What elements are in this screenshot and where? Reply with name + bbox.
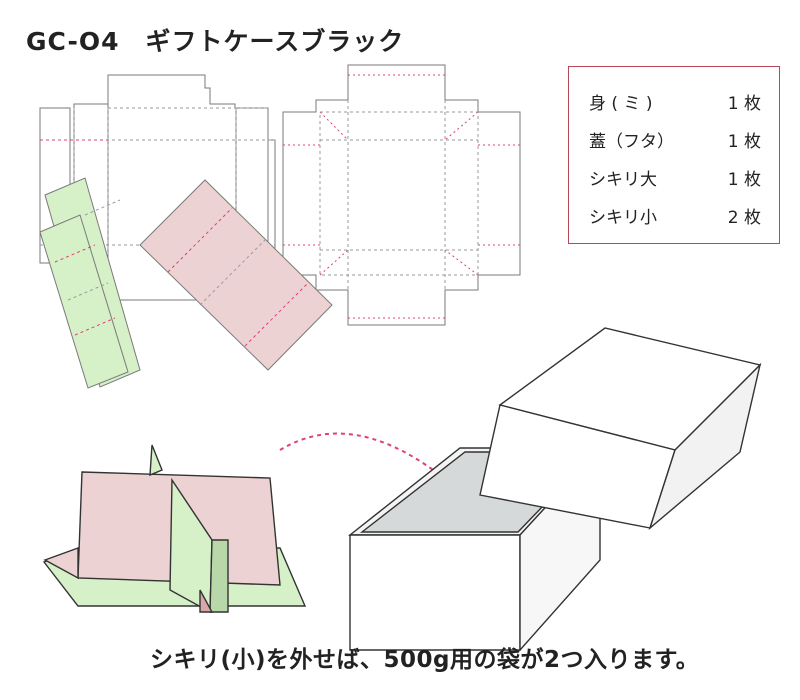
part-name: シキリ小 bbox=[589, 208, 657, 228]
box-lid bbox=[479, 327, 762, 531]
assembled-partitions bbox=[42, 444, 307, 614]
parts-list: 身 ( ミ ) 1 枚 蓋（フタ） 1 枚 シキリ大 1 枚 シキリ小 2 枚 bbox=[568, 66, 780, 244]
part-quantity: 2 枚 bbox=[727, 208, 761, 228]
part-quantity: 1 枚 bbox=[727, 132, 761, 152]
part-name: 蓋（フタ） bbox=[589, 132, 674, 152]
part-name: シキリ大 bbox=[589, 170, 657, 190]
small-partition-flat bbox=[39, 177, 141, 389]
caption: シキリ(小)を外せば、500g用の袋が2つ入ります。 bbox=[150, 647, 700, 673]
part-name: 身 ( ミ ) bbox=[589, 94, 653, 114]
lid-dieline bbox=[282, 64, 521, 326]
large-partition-flat bbox=[139, 179, 333, 371]
part-quantity: 1 枚 bbox=[727, 170, 761, 190]
part-quantity: 1 枚 bbox=[727, 94, 761, 114]
page-title: GC-O4 ギフトケースブラック bbox=[26, 27, 405, 56]
insert-arrow bbox=[279, 432, 450, 483]
